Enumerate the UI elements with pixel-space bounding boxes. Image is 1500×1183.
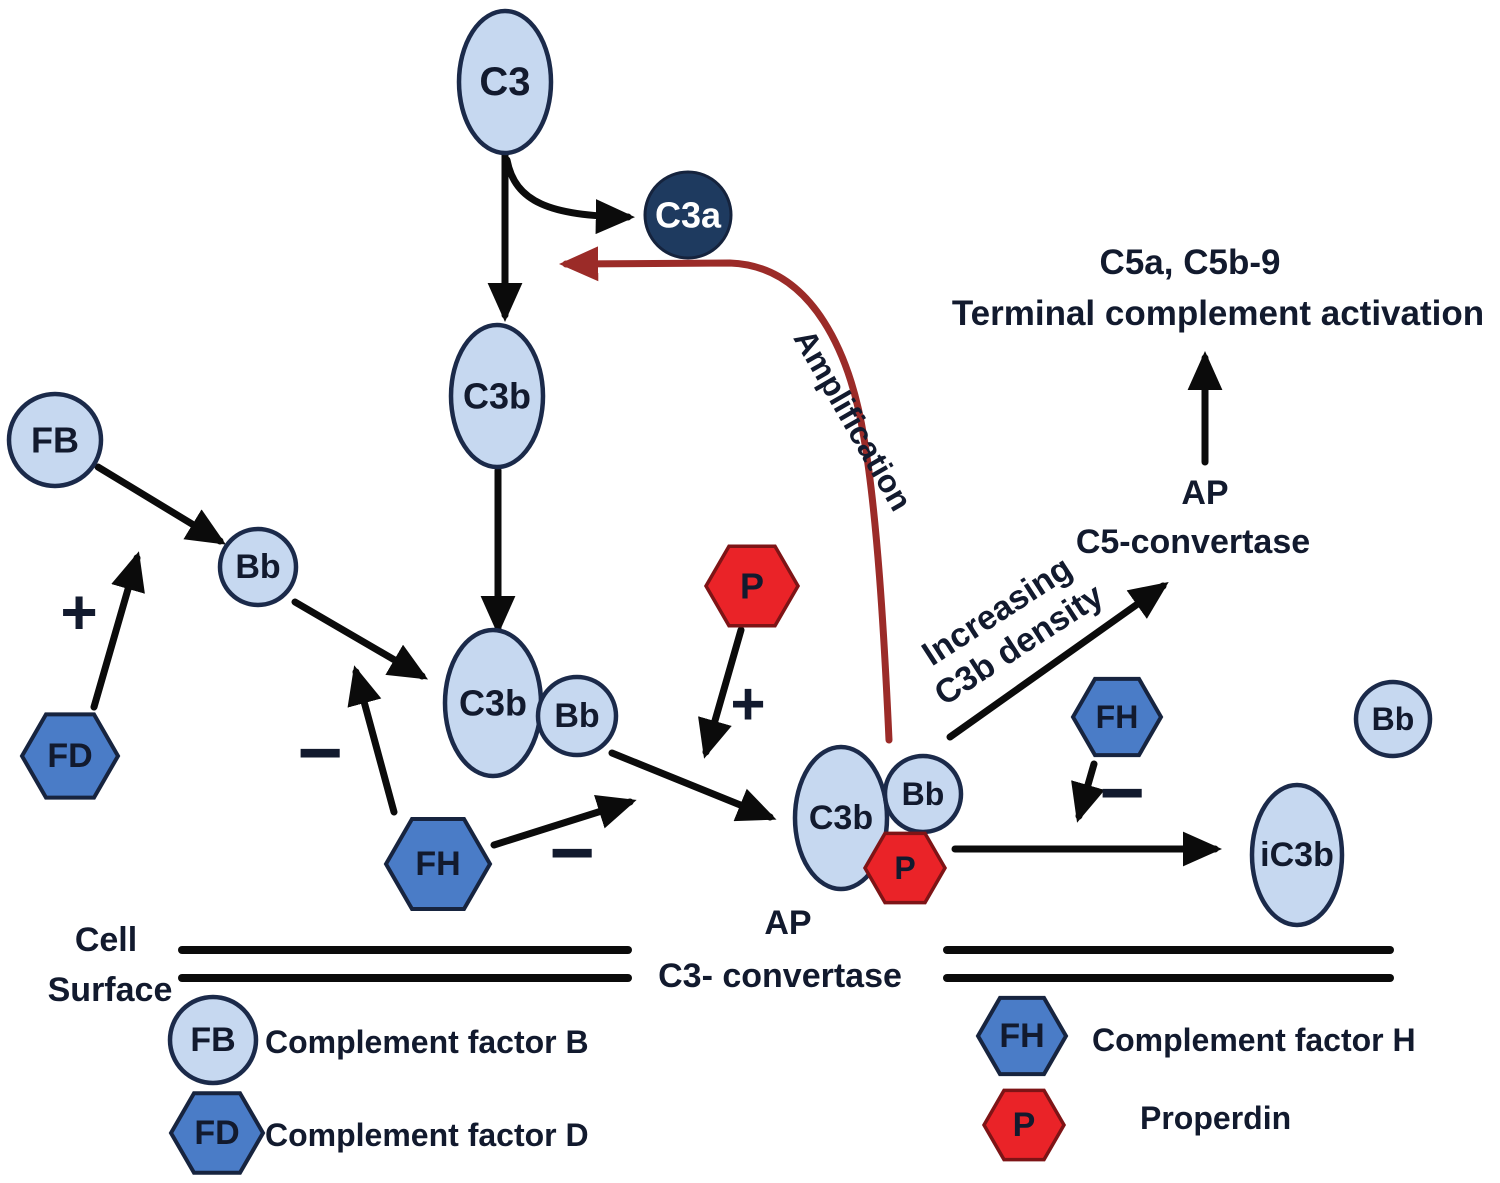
arrow-c3-to-c3a bbox=[503, 156, 635, 235]
arrow-bb-to-proconvertase bbox=[291, 598, 429, 680]
convertase-c3b-label: C3b bbox=[809, 799, 873, 837]
c3-label: C3 bbox=[479, 60, 530, 104]
ic3b-node bbox=[1249, 782, 1345, 928]
cell-surface-line2: Surface bbox=[48, 971, 173, 1009]
convertase-c3b-node bbox=[792, 744, 890, 892]
proconvertase-bb-node bbox=[535, 674, 619, 758]
plus-sign-properdin: + bbox=[730, 671, 765, 738]
minus-sign-mid: − bbox=[549, 808, 595, 896]
arrow-fh-inhibit-left bbox=[347, 665, 398, 816]
minus-sign-right: − bbox=[1099, 748, 1145, 836]
fh-left-node bbox=[383, 817, 493, 911]
legend-fd-text: Complement factor D bbox=[265, 1117, 589, 1153]
arrow-increasing-c3b-density bbox=[946, 581, 1169, 741]
c3a-label: C3a bbox=[655, 195, 722, 236]
amplification-label: Amplification bbox=[787, 323, 920, 517]
amplification-feedback-arrow bbox=[559, 246, 893, 744]
legend-fh-text: Complement factor H bbox=[1092, 1022, 1416, 1058]
arrow-to-c3-convertase bbox=[608, 749, 777, 822]
bb-released-node bbox=[1353, 679, 1433, 759]
arrow-properdin-stabilize bbox=[698, 626, 745, 759]
c3b-free-node bbox=[448, 322, 546, 470]
fh-left-label: FH bbox=[415, 845, 460, 883]
cell-surface-line1: Cell bbox=[75, 921, 137, 959]
ap-c5-line1: AP bbox=[1181, 474, 1228, 512]
fb-node bbox=[6, 391, 104, 489]
ic3b-label: iC3b bbox=[1260, 836, 1334, 874]
legend-fb-symbol bbox=[167, 994, 259, 1086]
bb-intermediate-label: Bb bbox=[235, 548, 280, 586]
fd-node bbox=[19, 712, 121, 800]
bb-released-label: Bb bbox=[1372, 701, 1415, 737]
legend-fh-symbol-label: FH bbox=[999, 1017, 1044, 1055]
minus-sign-left: − bbox=[297, 708, 343, 796]
convertase-p-label: P bbox=[894, 850, 915, 886]
c3-node bbox=[456, 8, 554, 156]
arrow-fh-inhibit-mid bbox=[490, 795, 637, 849]
ap-c5-line2: C5-convertase bbox=[1076, 523, 1310, 561]
legend-fb-symbol-label: FB bbox=[190, 1021, 235, 1059]
proconvertase-bb-label: Bb bbox=[554, 697, 599, 735]
legend-p-symbol bbox=[981, 1088, 1067, 1162]
c3a-node bbox=[643, 170, 733, 260]
properdin-free-node bbox=[703, 544, 801, 628]
legend-fd-symbol bbox=[168, 1091, 266, 1175]
fd-label: FD bbox=[47, 737, 92, 775]
fb-label: FB bbox=[31, 420, 79, 461]
increasing-c3b-density-label: Increasing C3b density bbox=[915, 549, 1110, 713]
plus-sign-fd: + bbox=[60, 576, 97, 648]
legend-fd-symbol-label: FD bbox=[194, 1114, 239, 1152]
fh-right-label: FH bbox=[1096, 699, 1139, 735]
arrow-fh-inhibit-right bbox=[1071, 760, 1105, 823]
properdin-free-label: P bbox=[740, 566, 764, 607]
proconvertase-c3b-label: C3b bbox=[459, 683, 527, 724]
ap-c3-line2: C3- convertase bbox=[658, 957, 902, 995]
legend-fh-symbol bbox=[975, 995, 1069, 1077]
bb-intermediate-node bbox=[217, 526, 299, 608]
convertase-bb-label: Bb bbox=[902, 776, 945, 812]
fh-right-node bbox=[1070, 676, 1164, 758]
c3b-free-label: C3b bbox=[463, 376, 531, 417]
legend-fb-text: Complement factor B bbox=[265, 1024, 589, 1060]
legend-p-text: Properdin bbox=[1140, 1100, 1291, 1136]
arrow-fd-activation bbox=[90, 551, 145, 711]
c5-products-label: C5a, C5b-9 bbox=[1100, 243, 1281, 282]
arrow-fb-to-bb bbox=[94, 463, 226, 545]
terminal-activation-label: Terminal complement activation bbox=[952, 294, 1484, 333]
convertase-p-node bbox=[862, 831, 948, 905]
legend-p-symbol-label: P bbox=[1013, 1106, 1036, 1144]
ap-c3-line1: AP bbox=[764, 904, 811, 942]
